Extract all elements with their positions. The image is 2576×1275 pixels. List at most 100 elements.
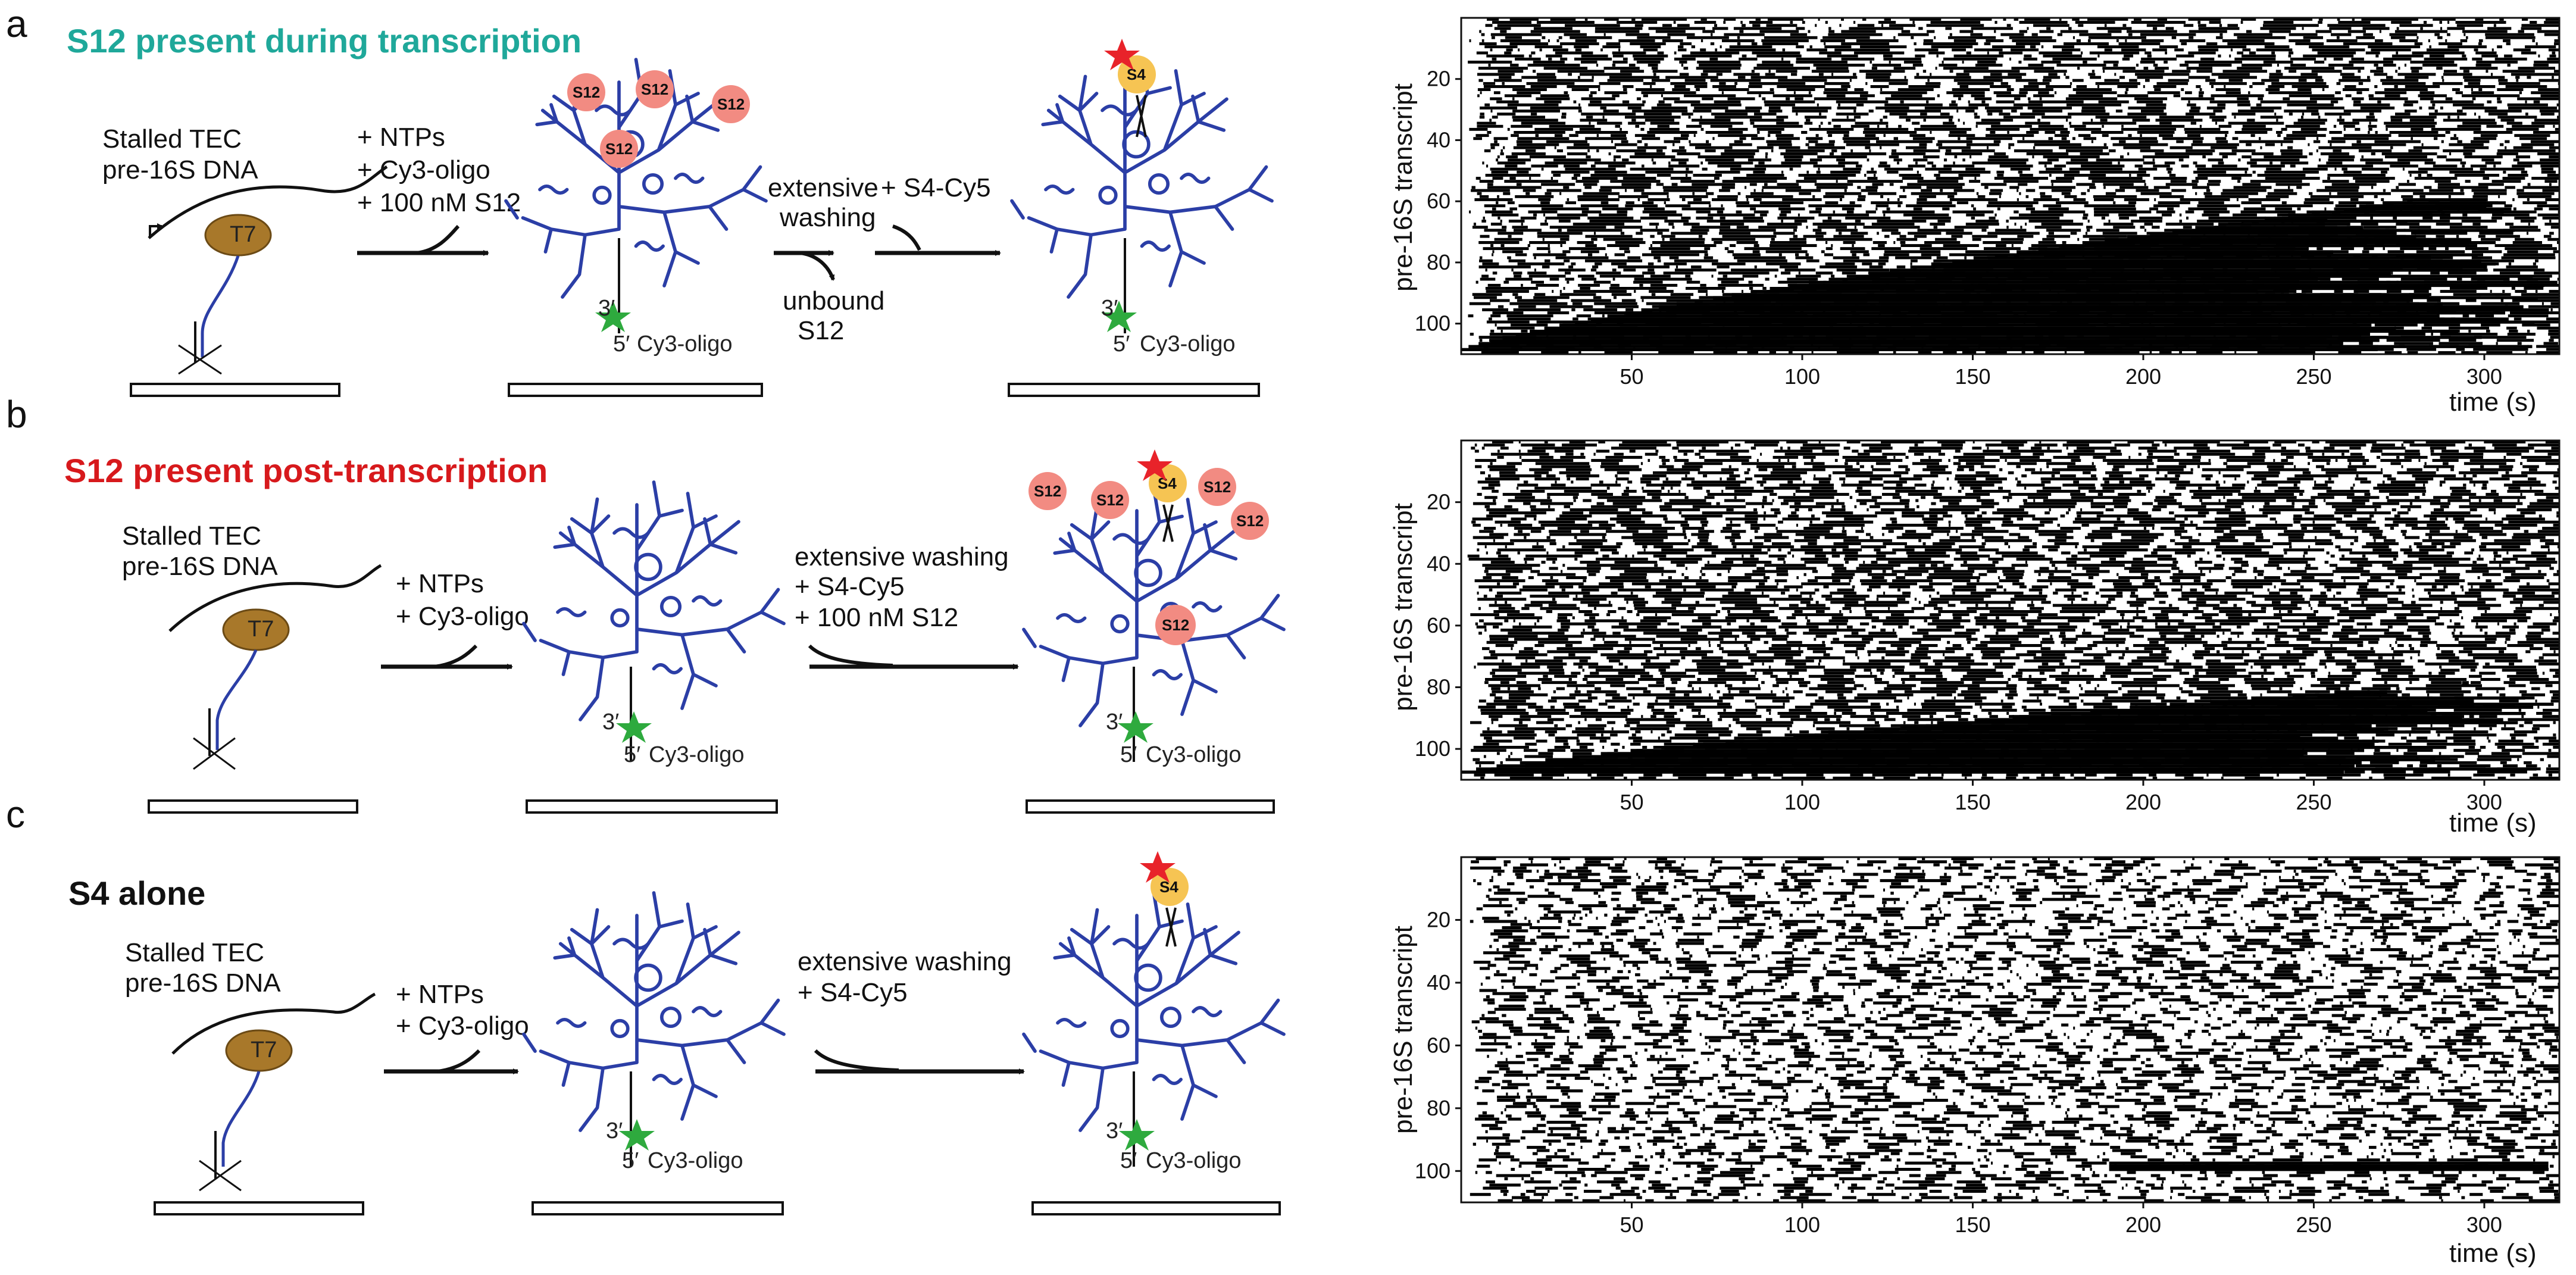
raster-mark bbox=[2042, 486, 2061, 490]
raster-mark bbox=[1509, 18, 1539, 21]
raster-mark bbox=[2406, 468, 2422, 471]
raster-mark bbox=[1642, 486, 1644, 490]
raster-mark bbox=[1711, 274, 1714, 278]
raster-mark bbox=[1745, 514, 1778, 518]
raster-mark bbox=[1838, 103, 1840, 107]
raster-mark bbox=[1796, 523, 1798, 527]
raster-mark bbox=[2341, 452, 2344, 456]
raster-mark bbox=[1589, 511, 1631, 515]
raster-mark bbox=[2290, 570, 2307, 573]
raster-mark bbox=[1710, 79, 1761, 82]
raster-mark bbox=[2180, 198, 2230, 201]
raster-mark bbox=[1954, 477, 1977, 481]
raster-mark bbox=[1774, 274, 1777, 278]
raster-mark bbox=[2181, 42, 2187, 45]
raster-mark bbox=[1923, 118, 1926, 122]
raster-mark bbox=[1555, 256, 1609, 260]
raster-mark bbox=[2154, 499, 2177, 502]
raster-mark bbox=[2550, 308, 2553, 311]
raster-mark bbox=[2274, 489, 2305, 493]
raster-mark bbox=[2539, 79, 2559, 82]
raster-mark bbox=[1515, 57, 1541, 61]
raster-mark bbox=[1817, 103, 1819, 107]
raster-mark bbox=[1484, 204, 1506, 208]
raster-mark bbox=[1590, 100, 1602, 104]
raster-mark bbox=[2081, 51, 2083, 55]
raster-mark bbox=[1958, 465, 1974, 468]
raster-mark bbox=[1686, 124, 1702, 128]
raster-mark bbox=[1706, 140, 1709, 143]
raster-mark bbox=[1659, 505, 1672, 508]
raster-mark bbox=[2530, 140, 2559, 143]
raster-mark bbox=[1643, 207, 1665, 211]
raster-mark bbox=[1700, 520, 1709, 524]
raster-band bbox=[1530, 329, 2458, 333]
raster-mark bbox=[1778, 496, 1834, 499]
raster-mark bbox=[1828, 474, 1831, 477]
raster-mark bbox=[1997, 576, 2000, 579]
raster-mark bbox=[2051, 474, 2055, 477]
raster-mark bbox=[2048, 73, 2058, 76]
raster-mark bbox=[1555, 51, 1593, 55]
raster-mark bbox=[1492, 207, 1496, 211]
raster-mark bbox=[1586, 115, 1593, 119]
raster-mark bbox=[1499, 76, 1512, 79]
raster-mark bbox=[1515, 195, 1554, 198]
raster-mark bbox=[1758, 94, 1761, 98]
raster-mark bbox=[2425, 440, 2466, 443]
raster-mark bbox=[1871, 576, 1884, 579]
raster-mark bbox=[1721, 489, 1724, 493]
raster-mark bbox=[1754, 164, 1801, 168]
raster-mark bbox=[1632, 554, 1634, 558]
raster-mark bbox=[1480, 91, 1482, 95]
raster-mark bbox=[2406, 348, 2437, 351]
raster-mark bbox=[2229, 54, 2231, 58]
raster-mark bbox=[1598, 496, 1646, 499]
raster-mark bbox=[2137, 489, 2142, 493]
raster-mark bbox=[1695, 146, 1733, 149]
raster-mark bbox=[1883, 134, 1886, 138]
raster-mark bbox=[2031, 244, 2077, 247]
raster-mark bbox=[1535, 462, 1590, 465]
raster-mark bbox=[2512, 536, 2546, 539]
raster-mark bbox=[1893, 241, 1896, 244]
raster-mark bbox=[2068, 112, 2110, 116]
raster-mark bbox=[2382, 564, 2413, 567]
raster-mark bbox=[1512, 226, 1528, 229]
raster-mark bbox=[1775, 70, 1797, 73]
raster-mark bbox=[2257, 174, 2306, 177]
raster-mark bbox=[2404, 64, 2406, 67]
raster-mark bbox=[1707, 561, 1709, 564]
raster-mark bbox=[1646, 302, 1703, 305]
raster-mark bbox=[1523, 189, 1536, 192]
raster-mark bbox=[1882, 452, 1906, 456]
raster-mark bbox=[1841, 30, 1876, 33]
raster-mark bbox=[2449, 143, 2484, 146]
raster-mark bbox=[1542, 265, 1550, 268]
raster-mark bbox=[2474, 336, 2527, 339]
raster-mark bbox=[1692, 505, 1746, 508]
raster-mark bbox=[2396, 455, 2400, 459]
raster-mark bbox=[1707, 493, 1752, 496]
raster-mark bbox=[1872, 468, 1891, 471]
raster-mark bbox=[1981, 118, 2014, 122]
raster-mark bbox=[1620, 573, 1647, 576]
raster-mark bbox=[2259, 137, 2261, 140]
raster-mark bbox=[1768, 110, 1783, 112]
raster-mark bbox=[1843, 167, 1862, 171]
x-tick-label: 50 bbox=[1620, 364, 1643, 389]
raster-mark bbox=[1552, 561, 1556, 564]
raster-mark bbox=[2382, 480, 2385, 484]
raster-mark bbox=[2268, 561, 2308, 564]
raster-band bbox=[2335, 207, 2512, 211]
raster-mark bbox=[2187, 554, 2191, 558]
raster-mark bbox=[1720, 45, 1722, 49]
raster-mark bbox=[1756, 64, 1794, 67]
raster-mark bbox=[2011, 564, 2028, 567]
raster-mark bbox=[1678, 489, 1681, 493]
raster-mark bbox=[2313, 140, 2321, 143]
raster-mark bbox=[1965, 517, 2011, 521]
raster-mark bbox=[1729, 474, 1740, 477]
raster-mark bbox=[2314, 514, 2334, 518]
raster-mark bbox=[2158, 502, 2182, 505]
